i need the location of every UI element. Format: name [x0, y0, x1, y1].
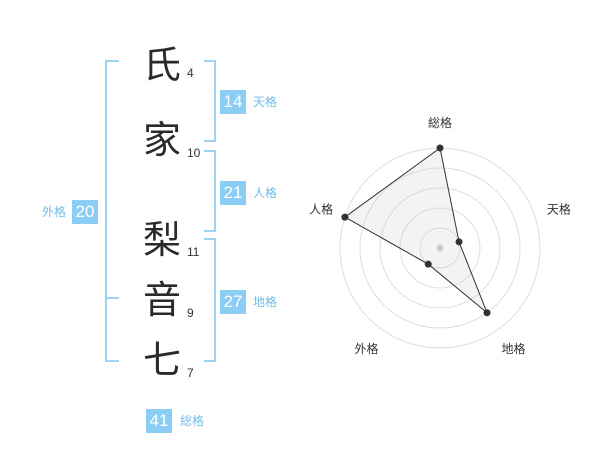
stroke-count-1: 4	[187, 66, 194, 80]
gaikaku-value: 20	[72, 200, 98, 224]
jinkaku-bracket	[204, 150, 216, 232]
radar-ring	[419, 227, 461, 269]
chikaku-value: 27	[220, 290, 246, 314]
radar-point-3	[483, 309, 491, 317]
radar-point-4	[424, 260, 432, 268]
soukaku-label: 総格	[180, 414, 205, 428]
radar-center	[436, 244, 444, 252]
gaikaku-label: 外格	[42, 205, 67, 219]
name-char-5: 七	[142, 338, 181, 382]
radar-point-2	[455, 238, 463, 246]
tenkaku-label: 天格	[253, 95, 278, 109]
jinkaku-label: 人格	[253, 186, 278, 200]
radar-axis-label-2: 天格	[547, 201, 571, 216]
radar-polygon	[343, 147, 488, 314]
radar-axis-label-3: 地格	[501, 341, 525, 356]
radar-axis-label-4: 外格	[355, 341, 379, 356]
gaikaku-bracket-tick	[105, 297, 119, 299]
soukaku-value: 41	[146, 409, 172, 433]
name-char-4: 音	[142, 278, 181, 322]
name-char-3: 梨	[142, 218, 181, 262]
radar-axis-label-1: 総格	[428, 115, 452, 130]
tenkaku-bracket	[204, 60, 216, 142]
name-char-2: 家	[142, 118, 181, 162]
chikaku-label: 地格	[253, 295, 278, 309]
jinkaku-value: 21	[220, 181, 246, 205]
stroke-count-3: 11	[187, 245, 200, 259]
tenkaku-value: 14	[220, 90, 246, 114]
radar-point-1	[436, 144, 444, 152]
chikaku-bracket	[204, 238, 216, 362]
stroke-count-2: 10	[187, 146, 201, 160]
radar-axis-label-5: 人格	[309, 201, 333, 216]
name-char-1: 氏	[142, 43, 181, 87]
radar-ring	[359, 167, 521, 329]
gaikaku-bracket	[105, 60, 119, 362]
stroke-count-5: 7	[187, 366, 194, 380]
radar-point-5	[341, 213, 349, 221]
radar-ring	[379, 187, 501, 309]
stroke-count-4: 9	[187, 306, 194, 320]
